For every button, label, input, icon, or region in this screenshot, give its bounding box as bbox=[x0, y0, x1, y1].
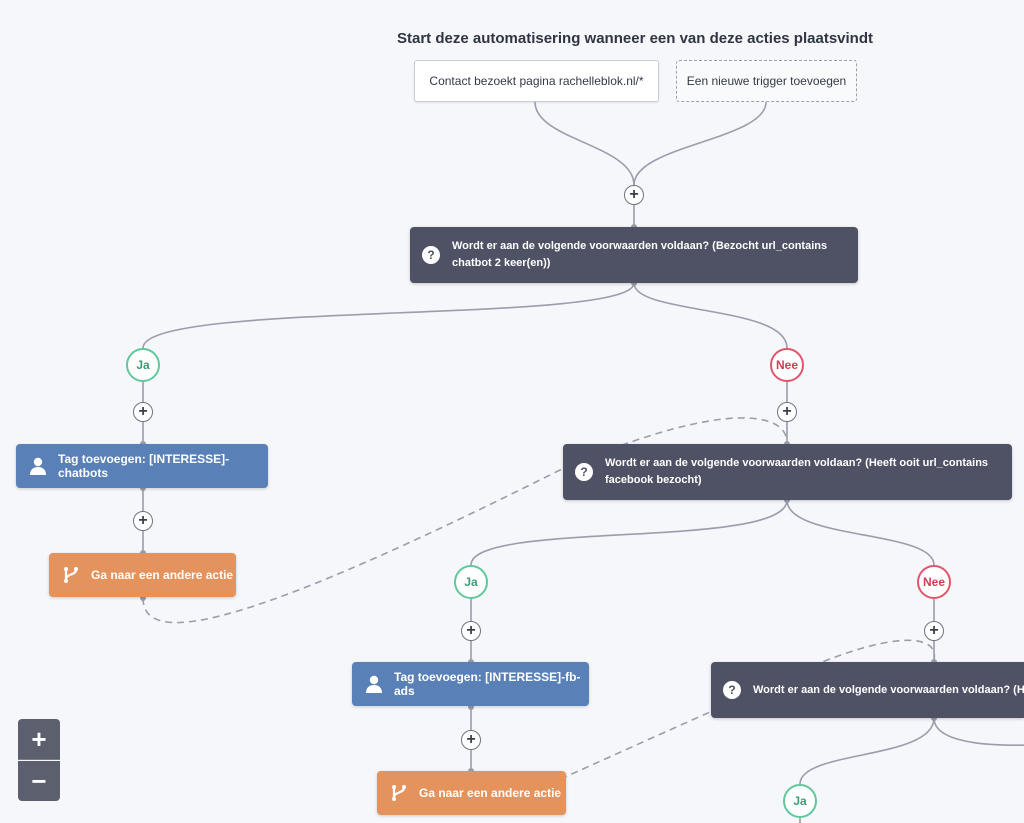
condition-label: Wordt er aan de volgende voorwaarden vol… bbox=[605, 457, 989, 486]
condition-label: Wordt er aan de volgende voorwaarden vol… bbox=[753, 683, 1024, 696]
action-goto-other[interactable]: Ga naar een andere actie bbox=[377, 771, 566, 815]
action-goto-other[interactable]: Ga naar een andere actie bbox=[49, 553, 236, 597]
branch-icon bbox=[64, 567, 78, 583]
user-icon bbox=[366, 675, 382, 693]
branch-no: Nee bbox=[917, 565, 951, 599]
branch-no: Nee bbox=[770, 348, 804, 382]
action-add-tag-chatbots[interactable]: Tag toevoegen: [INTERESSE]-chatbots bbox=[16, 444, 268, 488]
zoom-in-button[interactable]: + bbox=[18, 719, 60, 760]
add-trigger-button[interactable]: Een nieuwe trigger toevoegen bbox=[676, 60, 857, 102]
question-icon: ? bbox=[422, 246, 440, 264]
branch-icon bbox=[392, 785, 406, 801]
question-icon: ? bbox=[575, 463, 593, 481]
add-step-button[interactable]: + bbox=[777, 402, 797, 422]
add-step-button[interactable]: + bbox=[624, 185, 644, 205]
add-step-button[interactable]: + bbox=[133, 511, 153, 531]
add-step-button[interactable]: + bbox=[133, 402, 153, 422]
action-label: Tag toevoegen: [INTERESSE]-chatbots bbox=[58, 452, 230, 480]
condition-label: Wordt er aan de volgende voorwaarden vol… bbox=[452, 240, 828, 269]
zoom-out-button[interactable]: − bbox=[18, 761, 60, 801]
add-step-button[interactable]: + bbox=[924, 621, 944, 641]
user-icon bbox=[30, 457, 46, 475]
branch-yes: Ja bbox=[126, 348, 160, 382]
add-step-button[interactable]: + bbox=[461, 730, 481, 750]
trigger-page-visit[interactable]: Contact bezoekt pagina rachelleblok.nl/* bbox=[414, 60, 659, 102]
condition-chatbot-visits[interactable]: ? Wordt er aan de volgende voorwaarden v… bbox=[410, 227, 858, 283]
condition-webinar-visited[interactable]: ? Wordt er aan de volgende voorwaarden v… bbox=[711, 662, 1024, 718]
action-add-tag-fb-ads[interactable]: Tag toevoegen: [INTERESSE]-fb-ads bbox=[352, 662, 589, 706]
add-step-button[interactable]: + bbox=[461, 621, 481, 641]
action-label: Tag toevoegen: [INTERESSE]-fb-ads bbox=[394, 670, 581, 698]
action-label: Ga naar een andere actie bbox=[91, 568, 234, 582]
question-icon: ? bbox=[723, 681, 741, 699]
branch-yes: Ja bbox=[783, 784, 817, 818]
action-label: Ga naar een andere actie bbox=[419, 786, 562, 800]
condition-facebook-visited[interactable]: ? Wordt er aan de volgende voorwaarden v… bbox=[563, 444, 1012, 500]
automation-start-title: Start deze automatisering wanneer een va… bbox=[397, 30, 873, 47]
branch-yes: Ja bbox=[454, 565, 488, 599]
